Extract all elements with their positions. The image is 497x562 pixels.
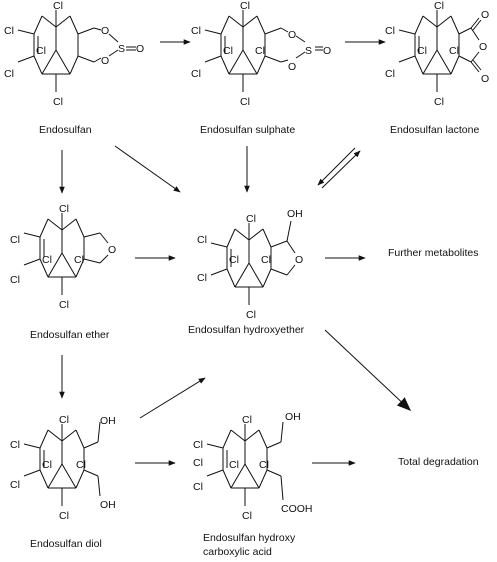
compound-label: carboxylic acid [203,546,272,558]
cl-label: Cl [246,213,256,225]
compound-label: Endosulfan hydroxyether [188,324,305,336]
compound-endosulfan: Cl Cl Cl Cl Cl O S O O [4,0,144,108]
cl-label: Cl [191,68,201,80]
cl-label: Cl [259,459,269,471]
cl-label: Cl [261,254,271,266]
total-degradation-label: Total degradation [398,456,479,468]
compound-endosulfan-hydroxyether: Cl Cl Cl Cl Cl Cl OH O [197,208,303,321]
cl-label: Cl [197,234,207,246]
compound-label: Endosulfan sulphate [200,124,295,136]
oxygen-label: O [481,9,489,21]
compound-label: Endosulfan hydroxy [203,532,296,544]
hydroxyl-label: OH [100,499,116,511]
arrow-hydroxyether-to-lactone [321,150,361,189]
cl-label: Cl [10,274,20,286]
compound-endosulfan-ether: Cl Cl Cl Cl Cl Cl O [10,203,116,311]
oxygen-label: O [136,43,144,55]
arrow-diol-to-hydroxyether [139,377,206,419]
cl-label: Cl [434,0,444,12]
cl-label: Cl [193,481,203,493]
cl-label: Cl [59,299,69,311]
cl-label: Cl [246,309,256,321]
cl-label: Cl [223,45,233,57]
cl-label: Cl [10,234,20,246]
cl-label: Cl [59,203,69,215]
oxygen-label: O [323,45,331,57]
oxygen-label: O [288,61,296,73]
cl-label: Cl [10,439,20,451]
cl-label: Cl [36,45,46,57]
arrow-lactone-to-hydroxyether [317,147,356,186]
arrow-endosulfan-to-hydroxyether [114,145,181,193]
cl-label: Cl [10,479,20,491]
compound-endosulfan-sulphate: Cl Cl Cl Cl Cl Cl O S O O [191,0,331,108]
compound-label: Endosulfan diol [30,538,102,550]
cl-label: Cl [242,414,252,426]
compound-endosulfan-diol: Cl Cl Cl Cl Cl Cl OH OH [10,414,116,522]
carboxyl-label: COOH [281,503,313,515]
cl-label: Cl [385,68,395,80]
further-metabolites-label: Further metabolites [388,247,478,259]
oxygen-label: O [288,29,296,41]
cl-label: Cl [4,25,14,37]
hydroxyl-label: OH [287,208,303,220]
cl-label: Cl [193,457,203,469]
compound-endosulfan-hydroxy-carboxylic-acid: Cl Cl Cl Cl Cl Cl Cl OH COOH [193,411,313,522]
compound-endosulfan-lactone: Cl Cl Cl Cl Cl Cl O O O [385,0,489,108]
cl-label: Cl [229,254,239,266]
cl-label: Cl [53,0,63,12]
cl-label: Cl [417,45,427,57]
cl-label: Cl [42,254,52,266]
cl-label: Cl [76,459,86,471]
oxygen-label: O [108,244,116,256]
hydroxyl-label: OH [285,411,301,423]
oxygen-label: O [481,73,489,85]
sulfur-label: S [305,45,312,57]
compound-label: Endosulfan lactone [390,124,479,136]
cl-label: Cl [242,510,252,522]
cl-label: Cl [53,96,63,108]
compound-label: Endosulfan ether [30,329,110,341]
cl-label: Cl [240,96,250,108]
cl-label: Cl [4,68,14,80]
oxygen-label: O [101,55,109,67]
sulfur-label: S [118,43,125,55]
cl-label: Cl [229,459,239,471]
oxygen-label: O [295,254,303,266]
cl-label: Cl [449,45,459,57]
cl-label: Cl [59,414,69,426]
cl-label: Cl [255,45,265,57]
compound-label: Endosulfan [39,124,92,136]
hydroxyl-label: OH [100,415,116,427]
cl-label: Cl [193,439,203,451]
cl-label: Cl [42,459,52,471]
cl-label: Cl [434,96,444,108]
cl-label: Cl [74,254,84,266]
cl-label: Cl [59,510,69,522]
cl-label: Cl [197,272,207,284]
cl-label: Cl [385,25,395,37]
arrow-hydroxyether-to-total [324,329,412,411]
oxygen-label: O [101,25,109,37]
cl-label: Cl [191,25,201,37]
cl-label: Cl [240,0,250,12]
oxygen-label: O [479,41,487,53]
